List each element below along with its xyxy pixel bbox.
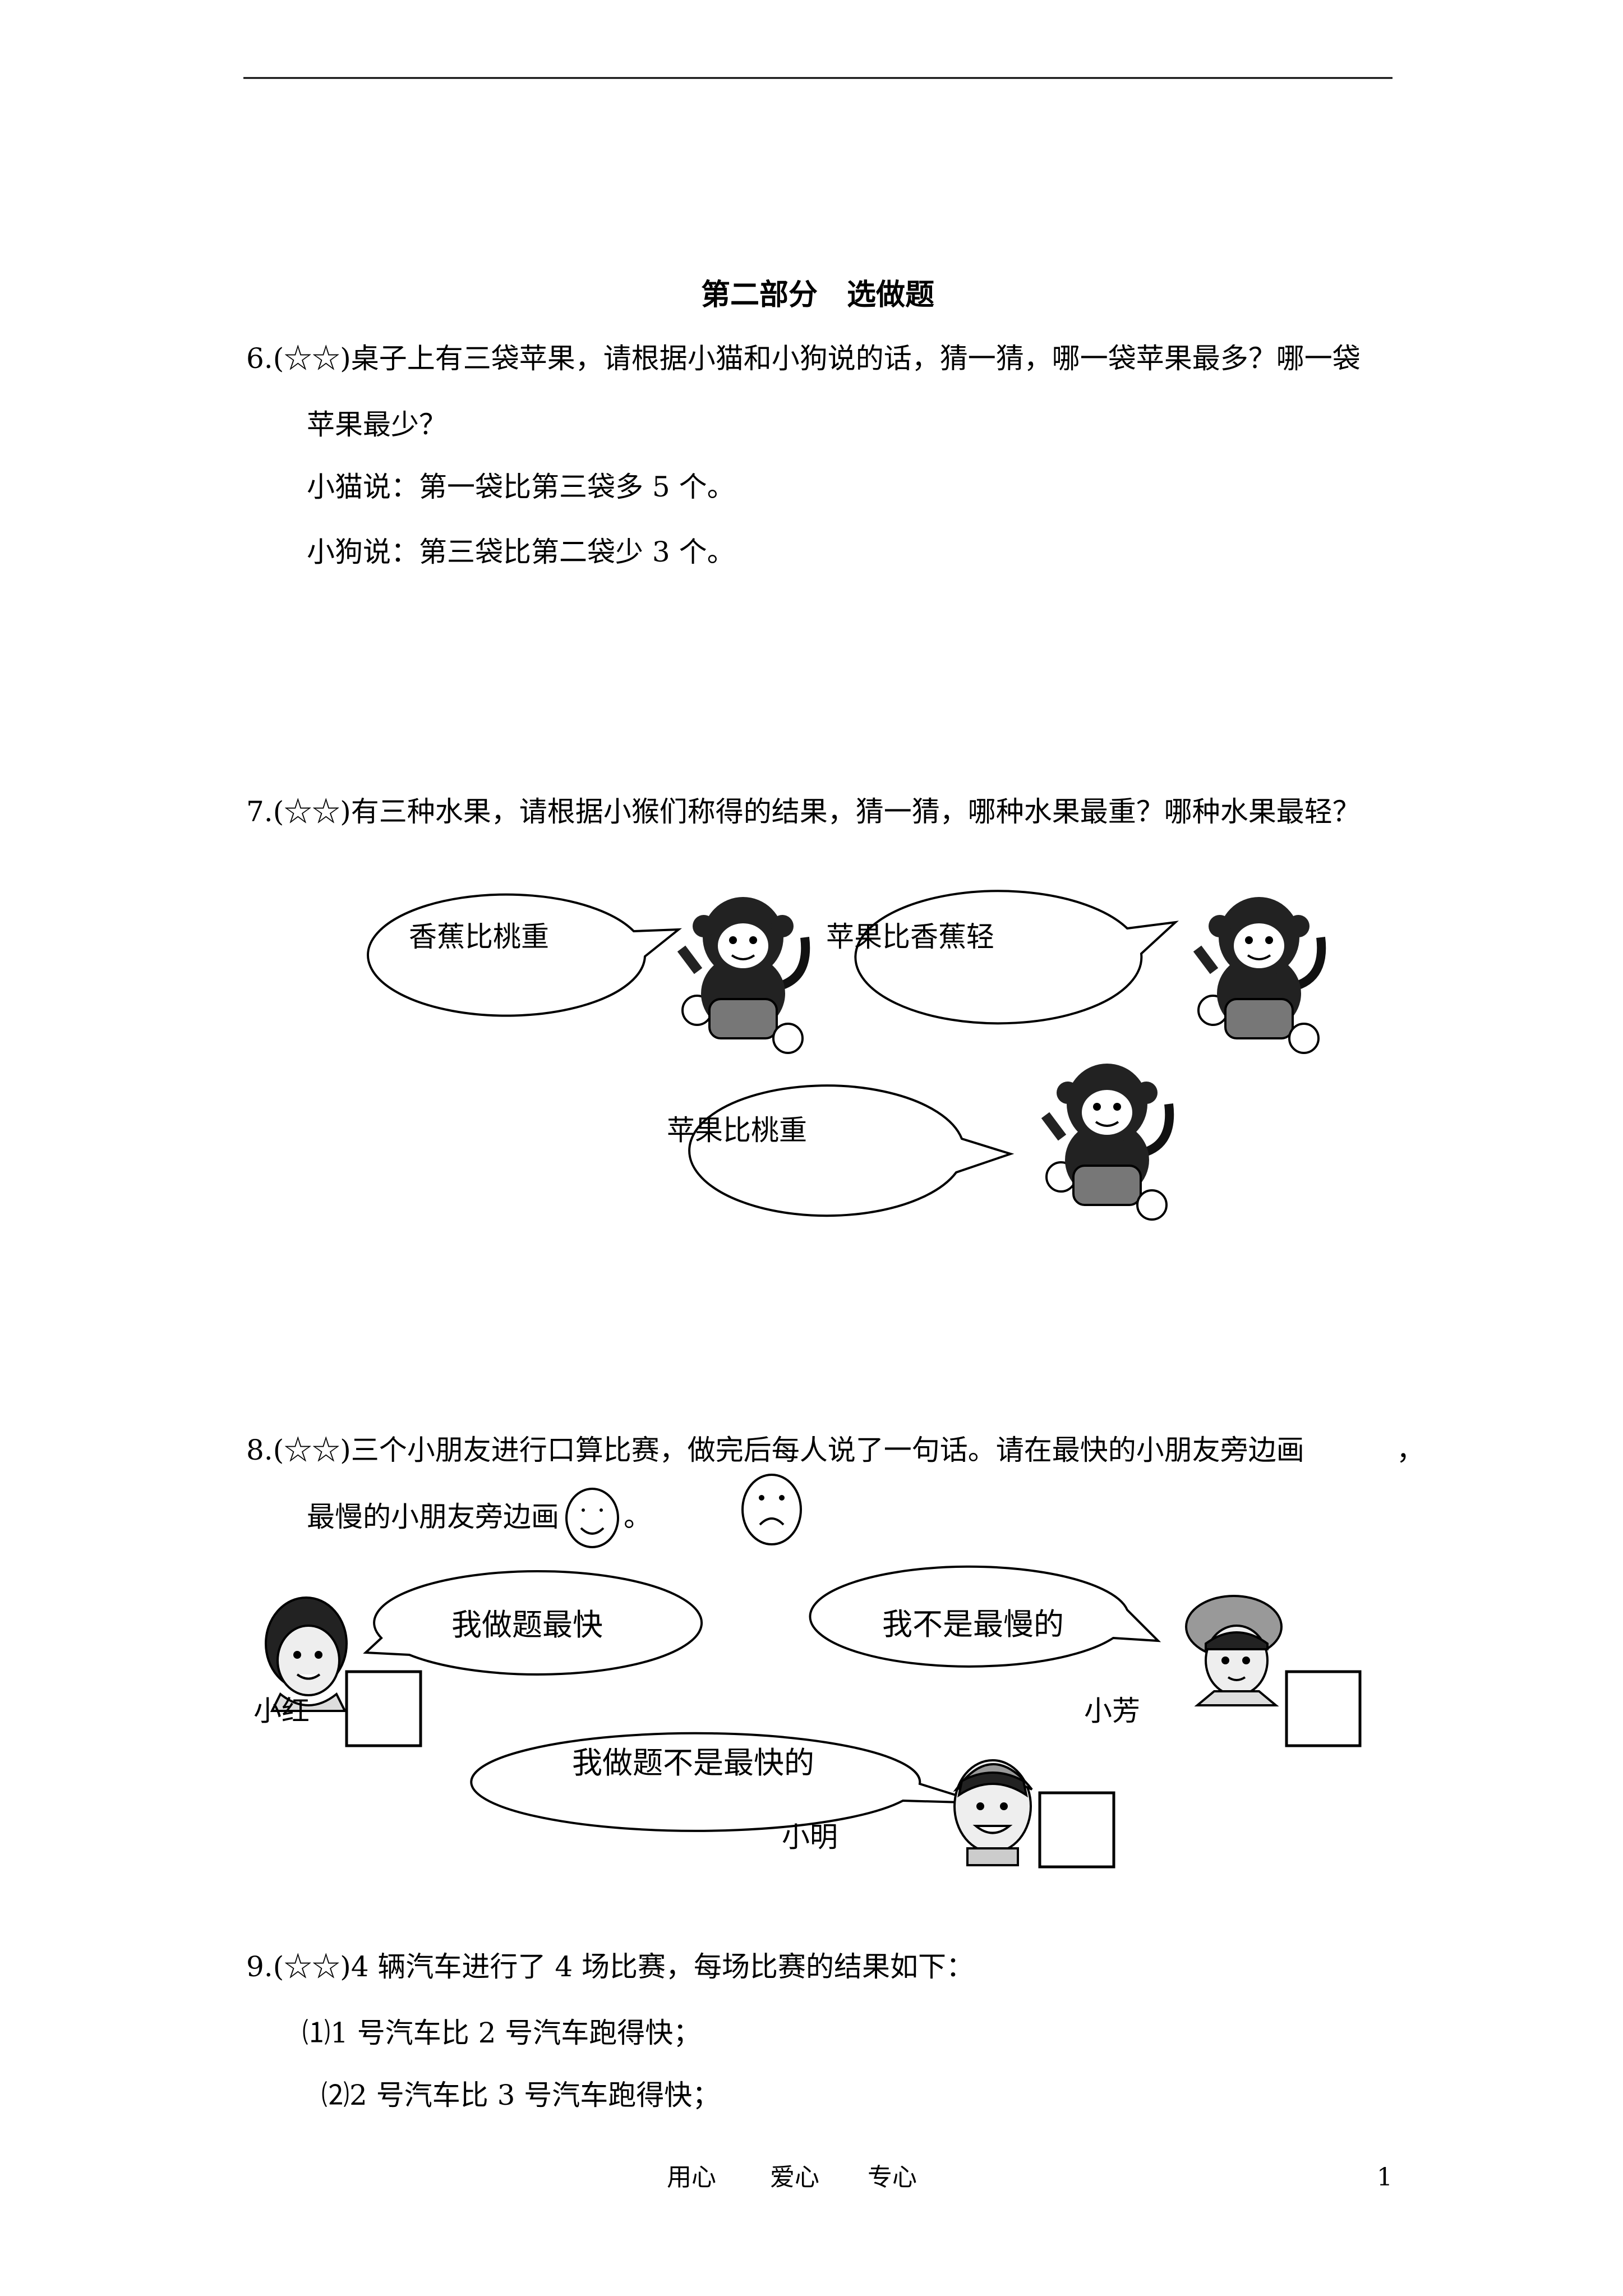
kid-name-xiaofang: 小芳 xyxy=(1084,1695,1140,1727)
q8-comma: ， xyxy=(1396,1434,1424,1466)
bubble-text-1: 香蕉比桃重 xyxy=(409,921,549,953)
boy-xiaoming-icon xyxy=(953,1759,1033,1866)
section-title: 第二部分 选做题 xyxy=(701,278,935,312)
q6-cat-says: 小猫说：第一袋比第三袋多 5 个。 xyxy=(307,471,735,503)
speech-bubble-1 xyxy=(367,893,682,1017)
q9-question: 9.(☆☆)4 辆汽车进行了 4 场比赛，每场比赛的结果如下： xyxy=(246,1950,975,1983)
footer-item: 爱心 xyxy=(770,2163,819,2192)
kid-speech-xiaofang: 我不是最慢的 xyxy=(882,1607,1064,1642)
answer-box-xiaoming[interactable] xyxy=(1038,1791,1115,1869)
q6-line2: 苹果最少？ xyxy=(307,408,447,441)
kid-speech-xiaohong: 我做题最快 xyxy=(451,1607,603,1642)
sad-face-icon xyxy=(741,1474,802,1545)
footer-item: 专心 xyxy=(868,2163,917,2192)
monkey-icon xyxy=(1197,897,1321,1053)
bubble-text-2: 苹果比香蕉轻 xyxy=(826,921,994,953)
bubble-text-3: 苹果比桃重 xyxy=(667,1114,807,1147)
q7-question: 7.(☆☆)有三种水果，请根据小猴们称得的结果，猜一猜，哪种水果最重？哪种水果最… xyxy=(246,795,1361,828)
kid-name-xiaoming: 小明 xyxy=(782,1821,838,1853)
page-number: 1 xyxy=(1377,2163,1393,2192)
monkey-icon xyxy=(677,897,810,1054)
kid-name-xiaohong: 小红 xyxy=(253,1695,310,1727)
speech-bubble-xiaohong xyxy=(363,1570,703,1676)
q8-period: 。 xyxy=(624,1501,652,1533)
q8-line2: 最慢的小朋友旁边画 xyxy=(307,1501,559,1533)
girl-xiaohong-icon xyxy=(265,1596,348,1712)
q9-result-2: ⑵2 号汽车比 3 号汽车跑得快； xyxy=(321,2079,721,2111)
smiley-face-icon xyxy=(565,1488,619,1548)
monkey-icon xyxy=(1045,1064,1169,1220)
q8-line1: 8.(☆☆)三个小朋友进行口算比赛，做完后每人说了一句话。请在最快的小朋友旁边画 xyxy=(246,1434,1304,1466)
q9-result-1: ⑴1 号汽车比 2 号汽车跑得快； xyxy=(302,2017,702,2049)
answer-box-xiaofang[interactable] xyxy=(1285,1670,1362,1747)
speech-bubble-2 xyxy=(854,890,1179,1025)
answer-box-xiaohong[interactable] xyxy=(345,1670,422,1747)
speech-bubble-xiaoming xyxy=(470,1732,981,1832)
q6-dog-says: 小狗说：第三袋比第二袋少 3 个。 xyxy=(307,536,735,568)
footer-item: 用心 xyxy=(667,2163,716,2192)
kid-speech-xiaoming: 我做题不是最快的 xyxy=(572,1745,814,1780)
girl-xiaofang-icon xyxy=(1185,1595,1283,1706)
speech-bubble-3 xyxy=(688,1084,1015,1217)
speech-bubble-xiaofang xyxy=(809,1565,1161,1668)
q6-line1: 6.(☆☆)桌子上有三袋苹果，请根据小猫和小狗说的话，猜一猜，哪一袋苹果最多？哪… xyxy=(246,342,1361,375)
